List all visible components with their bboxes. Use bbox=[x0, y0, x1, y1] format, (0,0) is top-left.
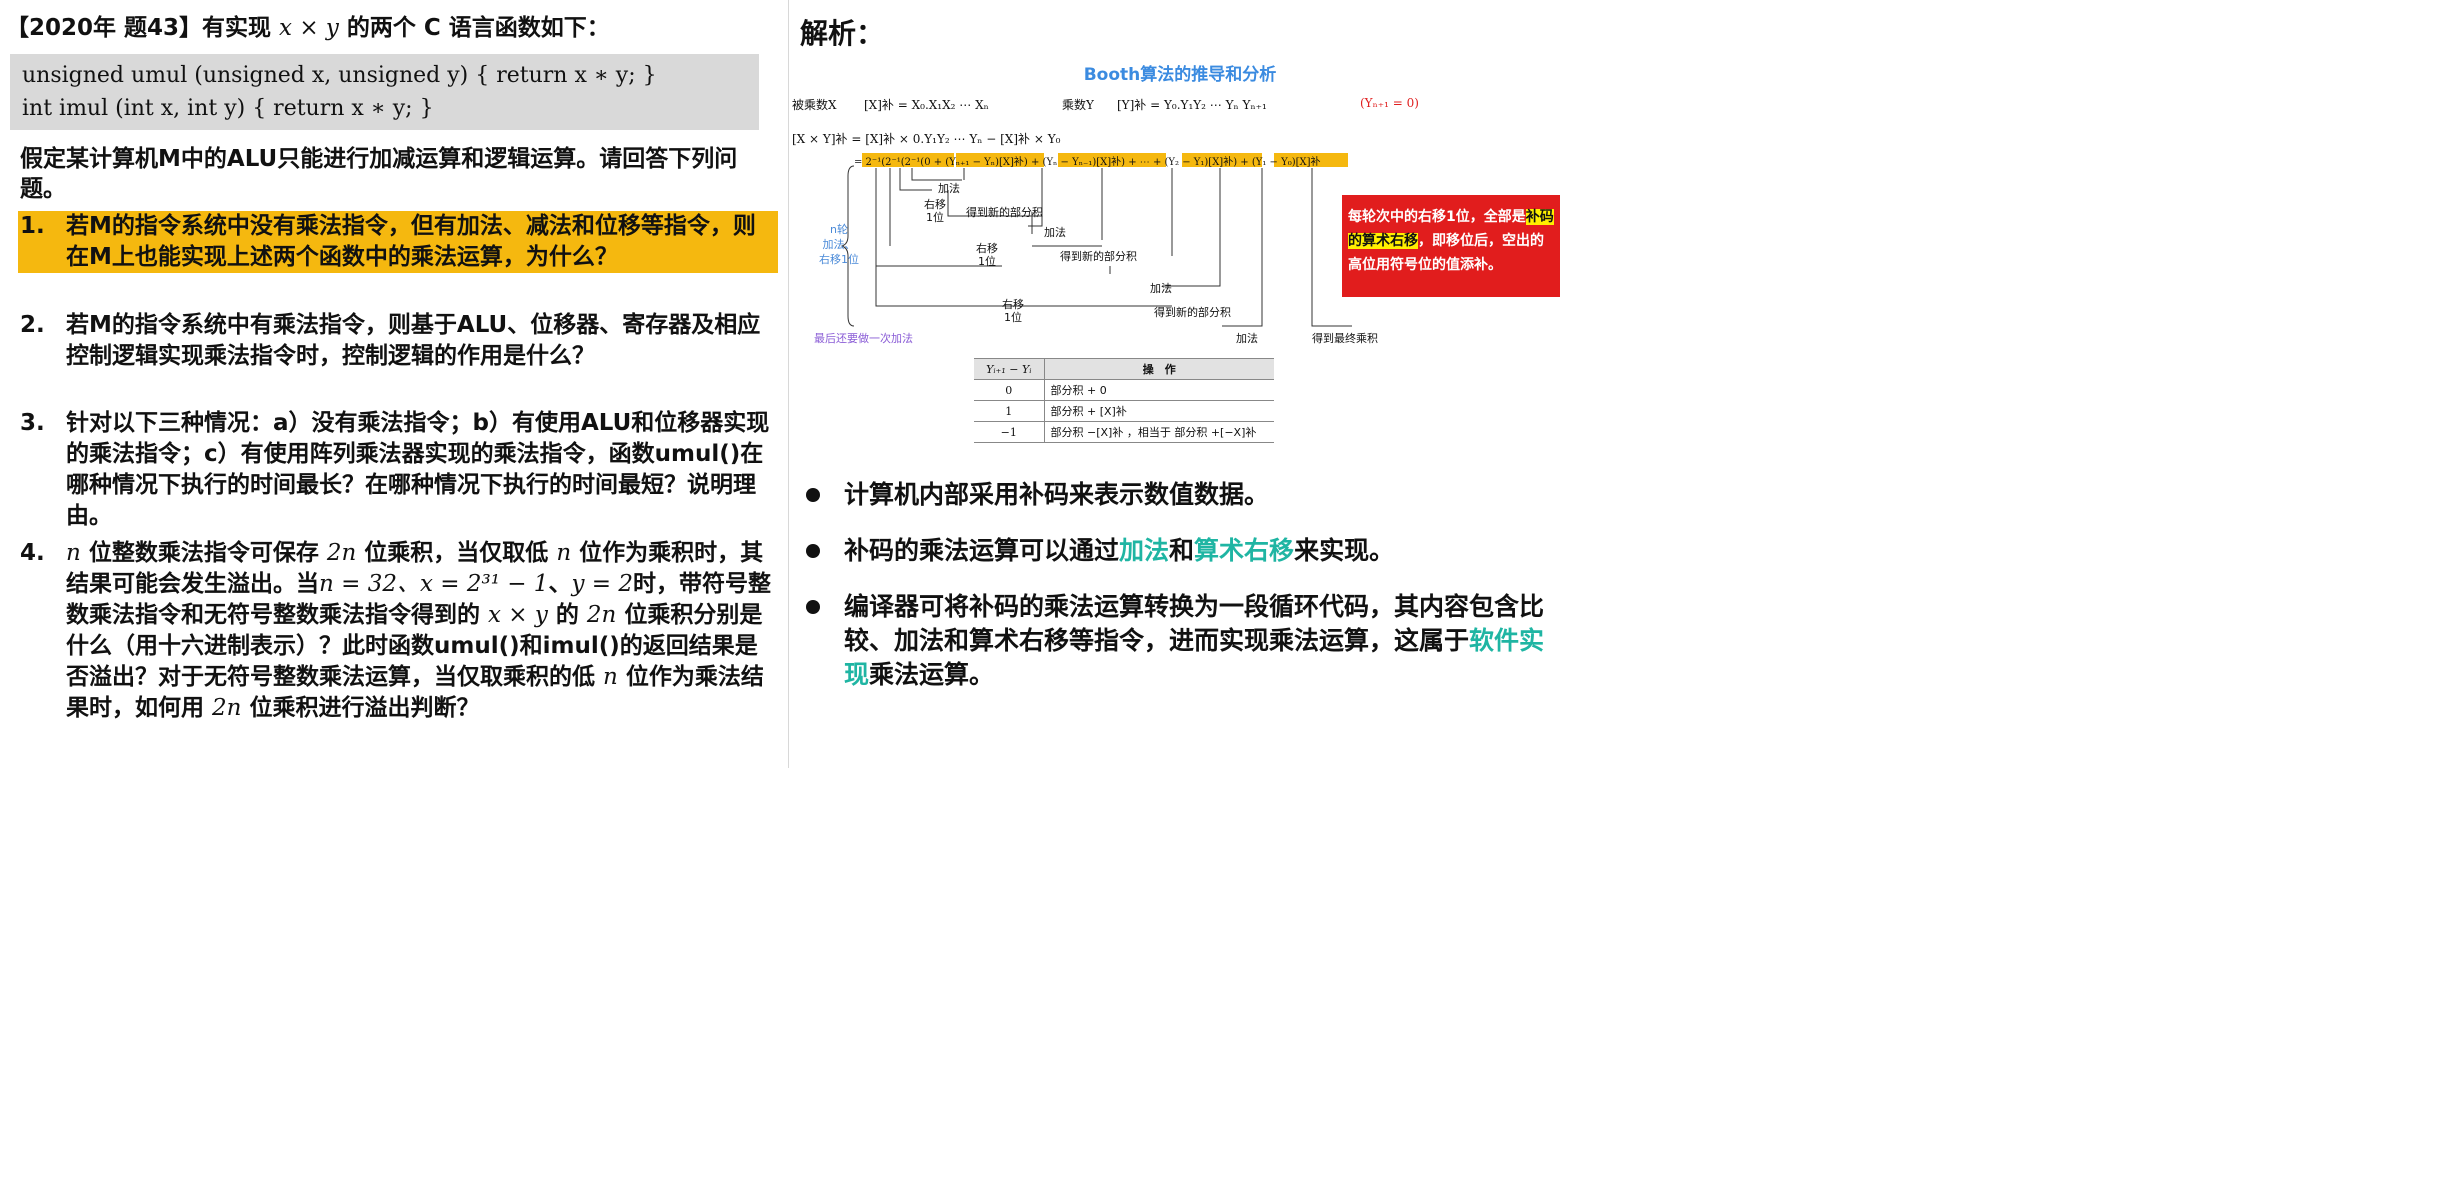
analysis-title: 解析： bbox=[800, 17, 885, 50]
item-number: 4. bbox=[20, 540, 45, 566]
question-item-4: 4. n 位整数乘法指令可保存 2n 位乘积，当仅取低 n 位作为乘积时，其结果… bbox=[18, 538, 778, 724]
question-panel: 【2020年 题43】有实现 x × y 的两个 C 语言函数如下： unsig… bbox=[0, 0, 786, 768]
product-eq: [X × Y]补 = [X]补 × 0.Y₁Y₂ ⋯ Yₙ − [X]补 × Y… bbox=[792, 132, 1061, 146]
item-number: 1. bbox=[20, 213, 45, 239]
table-cell: 0 bbox=[974, 379, 1045, 401]
red-note: 每轮次中的右移1位，全部是补码的算术右移，即移位后，空出的高位用符号位的值添补。 bbox=[1342, 195, 1560, 297]
question-item-3: 3. 针对以下三种情况：a）没有乘法指令；b）有使用ALU和位移器实现的乘法指令… bbox=[18, 408, 778, 532]
step-shift: 右移 1位 bbox=[976, 242, 998, 268]
step-add: 加法 bbox=[1044, 226, 1066, 239]
table-cell: 部分积 + [X]补 bbox=[1044, 400, 1274, 422]
multiplier-label: 乘数Y bbox=[1062, 98, 1094, 112]
bullet-item: 编译器可将补码的乘法运算转换为一段循环代码，其内容包含比较、加法和算术右移等指令… bbox=[802, 590, 1562, 692]
panel-divider bbox=[788, 0, 789, 768]
table-row: 1 部分积 + [X]补 bbox=[974, 400, 1274, 422]
item-text: 若M的指令系统中没有乘法指令，但有加法、减法和位移等指令，则在M上也能实现上述两… bbox=[66, 213, 756, 270]
booth-connector-lines bbox=[840, 165, 1352, 327]
expand-highlight bbox=[1274, 153, 1348, 167]
highlight-software-impl: 软件实现 bbox=[844, 626, 1545, 689]
bullet-item: 补码的乘法运算可以通过加法和算术右移来实现。 bbox=[802, 534, 1562, 568]
bullet-item: 计算机内部采用补码来表示数值数据。 bbox=[802, 478, 1562, 512]
last-add-label: 最后还要做一次加法 bbox=[814, 332, 913, 345]
table-header-row: Yᵢ₊₁ − Yᵢ 操 作 bbox=[974, 358, 1274, 380]
step-new-partial: 得到新的部分积 bbox=[966, 206, 1043, 219]
title-text-end: 的两个 C 语言函数如下： bbox=[338, 15, 610, 41]
table-cell: 1 bbox=[974, 400, 1045, 422]
bullet-dot-icon bbox=[806, 600, 820, 614]
bullet-dot-icon bbox=[806, 544, 820, 558]
question-item-1: 1. 若M的指令系统中没有乘法指令，但有加法、减法和位移等指令，则在M上也能实现… bbox=[18, 211, 778, 273]
multiplicand-label: 被乘数X bbox=[792, 98, 837, 112]
code-line-imul: int imul (int x, int y) { return x ∗ y; … bbox=[22, 96, 434, 121]
yn1-note: (Yₙ₊₁ = 0) bbox=[1360, 96, 1419, 110]
table-row: 0 部分积 + 0 bbox=[974, 379, 1274, 401]
step-add: 加法 bbox=[1236, 332, 1258, 345]
title-math: x × y bbox=[279, 15, 339, 41]
expand-highlight bbox=[1058, 153, 1166, 167]
code-line-umul: unsigned umul (unsigned x, unsigned y) {… bbox=[22, 63, 657, 88]
multiplier-eq: [Y]补 = Y₀.Y₁Y₂ ⋯ Yₙ Yₙ₊₁ bbox=[1117, 98, 1267, 112]
step-shift: 右移 1位 bbox=[1002, 298, 1024, 324]
booth-op-table: Yᵢ₊₁ − Yᵢ 操 作 0 部分积 + 0 1 部分积 + [X]补 −1 … bbox=[974, 358, 1274, 443]
table-cell: 部分积 + 0 bbox=[1044, 379, 1274, 401]
code-box: unsigned umul (unsigned x, unsigned y) {… bbox=[10, 54, 759, 130]
highlight-arith-shift: 算术右移 bbox=[1194, 536, 1295, 565]
question-item-2: 2. 若M的指令系统中有乘法指令，则基于ALU、位移器、寄存器及相应控制逻辑实现… bbox=[18, 310, 778, 372]
booth-figure: Booth算法的推导和分析 被乘数X [X]补 = X₀.X₁X₂ ⋯ Xₙ 乘… bbox=[792, 56, 1568, 446]
step-add: 加法 bbox=[1150, 282, 1172, 295]
item-text: 针对以下三种情况：a）没有乘法指令；b）有使用ALU和位移器实现的乘法指令；c）… bbox=[66, 410, 770, 529]
expand-highlight bbox=[1182, 153, 1262, 167]
item-number: 3. bbox=[20, 410, 45, 436]
expand-highlight bbox=[862, 153, 954, 167]
bullet-dot-icon bbox=[806, 488, 820, 502]
expand-highlight bbox=[956, 153, 1044, 167]
step-shift: 右移 1位 bbox=[924, 198, 946, 224]
multiplicand-eq: [X]补 = X₀.X₁X₂ ⋯ Xₙ bbox=[864, 98, 989, 112]
item-text: n 位整数乘法指令可保存 2n 位乘积，当仅取低 n 位作为乘积时，其结果可能会… bbox=[66, 540, 771, 721]
title-text: 【2020年 题43】有实现 bbox=[6, 15, 280, 41]
highlight-add: 加法 bbox=[1119, 536, 1170, 565]
item-number: 2. bbox=[20, 312, 45, 338]
step-new-partial: 得到新的部分积 bbox=[1154, 306, 1231, 319]
question-intro: 假定某计算机M中的ALU只能进行加减运算和逻辑运算。请回答下列问题。 bbox=[20, 146, 738, 202]
table-row: −1 部分积 −[X]补 ，相当于 部分积 +[−X]补 bbox=[974, 421, 1274, 443]
step-add: 加法 bbox=[938, 182, 960, 195]
table-header: 操 作 bbox=[1044, 358, 1274, 380]
table-cell: −1 bbox=[974, 421, 1045, 443]
figure-title: Booth算法的推导和分析 bbox=[1083, 65, 1277, 85]
expand-eq: = 2⁻¹(2⁻¹(2⁻¹(0 + (Yₙ₊₁ − Yₙ)[X]补) + (Yₙ… bbox=[854, 157, 1321, 168]
table-header: Yᵢ₊₁ − Yᵢ bbox=[974, 358, 1045, 380]
step-final-product: 得到最终乘积 bbox=[1312, 332, 1378, 345]
analysis-panel: 解析： Booth算法的推导和分析 被乘数X [X]补 = X₀.X₁X₂ ⋯ … bbox=[792, 0, 1568, 768]
step-new-partial: 得到新的部分积 bbox=[1060, 250, 1137, 263]
item-text: 若M的指令系统中有乘法指令，则基于ALU、位移器、寄存器及相应控制逻辑实现乘法指… bbox=[66, 312, 761, 369]
side-rounds-label: n轮 加法、 右移1位 bbox=[819, 223, 859, 266]
table-cell: 部分积 −[X]补 ，相当于 部分积 +[−X]补 bbox=[1044, 421, 1274, 443]
analysis-bullets: 计算机内部采用补码来表示数值数据。 补码的乘法运算可以通过加法和算术右移来实现。… bbox=[802, 478, 1562, 714]
question-title: 【2020年 题43】有实现 x × y 的两个 C 语言函数如下： bbox=[6, 8, 610, 42]
